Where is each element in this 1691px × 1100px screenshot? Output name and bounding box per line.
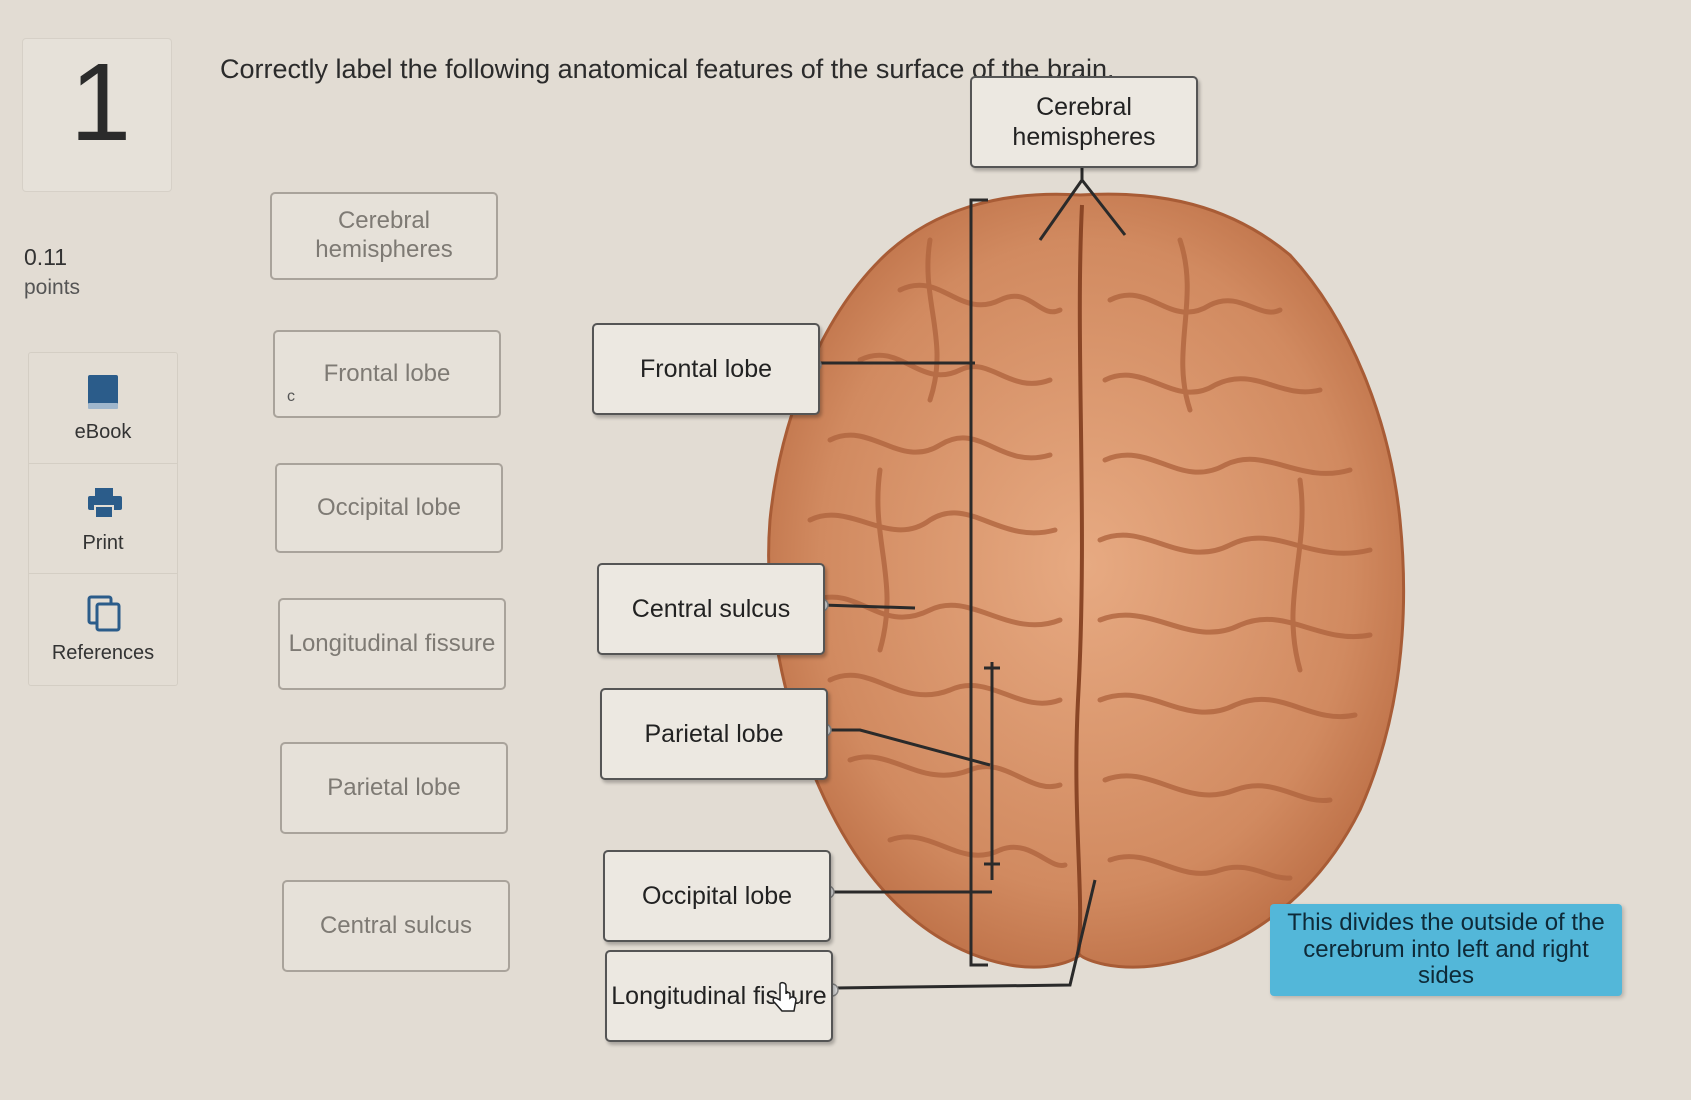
- brain-illustration: [767, 192, 1406, 969]
- target-longitudinal-fissure[interactable]: Longitudinal fissure: [605, 950, 833, 1042]
- hand-cursor-icon: [772, 981, 797, 1012]
- print-label: Print: [82, 532, 124, 554]
- print-button[interactable]: Print: [29, 463, 177, 574]
- target-occipital-lobe[interactable]: Occipital lobe: [603, 850, 831, 942]
- target-central-sulcus[interactable]: Central sulcus: [597, 563, 825, 655]
- printer-icon: [88, 488, 122, 519]
- tools-panel: eBook Print References: [28, 352, 178, 686]
- bank-label-parietal-lobe[interactable]: Parietal lobe: [280, 742, 508, 834]
- points-label: points: [24, 276, 81, 299]
- bank-label-central-sulcus[interactable]: Central sulcus: [282, 880, 510, 972]
- question-prompt: Correctly label the following anatomical…: [220, 54, 1115, 84]
- bank-label-longitudinal-fissure[interactable]: Longitudinal fissure: [278, 598, 506, 690]
- bank-label-occipital-lobe[interactable]: Occipital lobe: [275, 463, 503, 553]
- target-cerebral-hemispheres[interactable]: Cerebral hemispheres: [970, 76, 1198, 168]
- copy-pages-icon: [87, 595, 121, 632]
- question-number-box: [22, 38, 172, 192]
- text-cursor-icon: ᴄ: [287, 388, 295, 405]
- target-parietal-lobe[interactable]: Parietal lobe: [600, 688, 828, 780]
- hint-tooltip: This divides the outside of the cerebrum…: [1270, 904, 1622, 996]
- target-frontal-lobe[interactable]: Frontal lobe: [592, 323, 820, 415]
- question-number: 1: [70, 41, 132, 164]
- book-icon: [88, 375, 118, 409]
- ebook-label: eBook: [74, 421, 132, 443]
- bank-label-frontal-lobe[interactable]: Frontal lobe: [273, 330, 501, 418]
- leader-lines: [815, 158, 1127, 990]
- bank-label-cerebral-hemispheres[interactable]: Cerebral hemispheres: [270, 192, 498, 280]
- references-button[interactable]: References: [29, 573, 177, 684]
- points-value: 0.11: [24, 244, 68, 270]
- ebook-button[interactable]: eBook: [29, 353, 177, 463]
- references-label: References: [51, 642, 155, 664]
